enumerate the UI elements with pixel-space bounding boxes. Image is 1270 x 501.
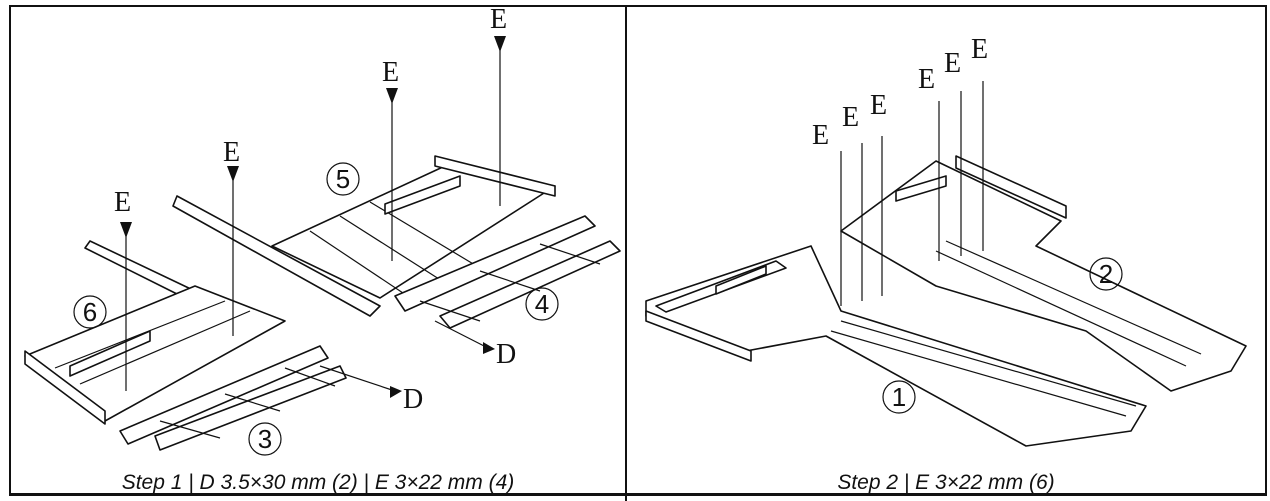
hardware-label-d: D [496, 339, 516, 370]
svg-text:4: 4 [535, 289, 549, 319]
hardware-label-e: E [918, 64, 935, 95]
hardware-label-e: E [382, 57, 399, 88]
svg-text:5: 5 [336, 164, 350, 194]
part-number-1: 1 [882, 380, 916, 414]
screw-d-set [319, 320, 495, 398]
hardware-label-e: E [490, 6, 507, 35]
step-1-diagram: E E E E D D 3 4 5 6 [24, 4, 621, 456]
step-1-caption: Step 1 | D 3.5×30 mm (2) | E 3×22 mm (4) [121, 471, 515, 494]
hardware-label-d: D [403, 384, 423, 415]
hardware-label-e: E [870, 90, 887, 121]
part-number-6: 6 [73, 295, 107, 329]
part-4-leg-frame [394, 215, 621, 329]
svg-text:3: 3 [258, 424, 272, 454]
step-1-panel: E E E E D D 3 4 5 6 Step 1 | D 3.5×30 mm… [10, 4, 626, 501]
part-3-leg-frame [119, 345, 347, 451]
part-number-4: 4 [525, 287, 559, 321]
svg-text:1: 1 [892, 382, 906, 412]
part-5-seat-assembly [172, 155, 556, 317]
part-number-5: 5 [326, 162, 360, 196]
step-2-diagram: E E E E E E 1 2 [645, 34, 1247, 447]
step-2-panel: E E E E E E 1 2 Step 2 | E 3×22 mm (6) [626, 6, 1266, 501]
svg-text:6: 6 [83, 297, 97, 327]
hardware-label-e: E [971, 34, 988, 65]
screw-e-set [840, 81, 984, 306]
hardware-label-e: E [812, 120, 829, 151]
step-2-caption: Step 2 | E 3×22 mm (6) [837, 471, 1055, 494]
hardware-label-e: E [223, 137, 240, 168]
hardware-label-e: E [114, 187, 131, 218]
svg-text:2: 2 [1099, 259, 1113, 289]
screw-e-set [120, 36, 506, 391]
part-number-2: 2 [1089, 257, 1123, 291]
hardware-label-e: E [944, 48, 961, 79]
part-1-bench-base [645, 245, 1147, 447]
part-6-seat-assembly [24, 240, 286, 425]
part-number-3: 3 [248, 422, 282, 456]
hardware-label-e: E [842, 102, 859, 133]
